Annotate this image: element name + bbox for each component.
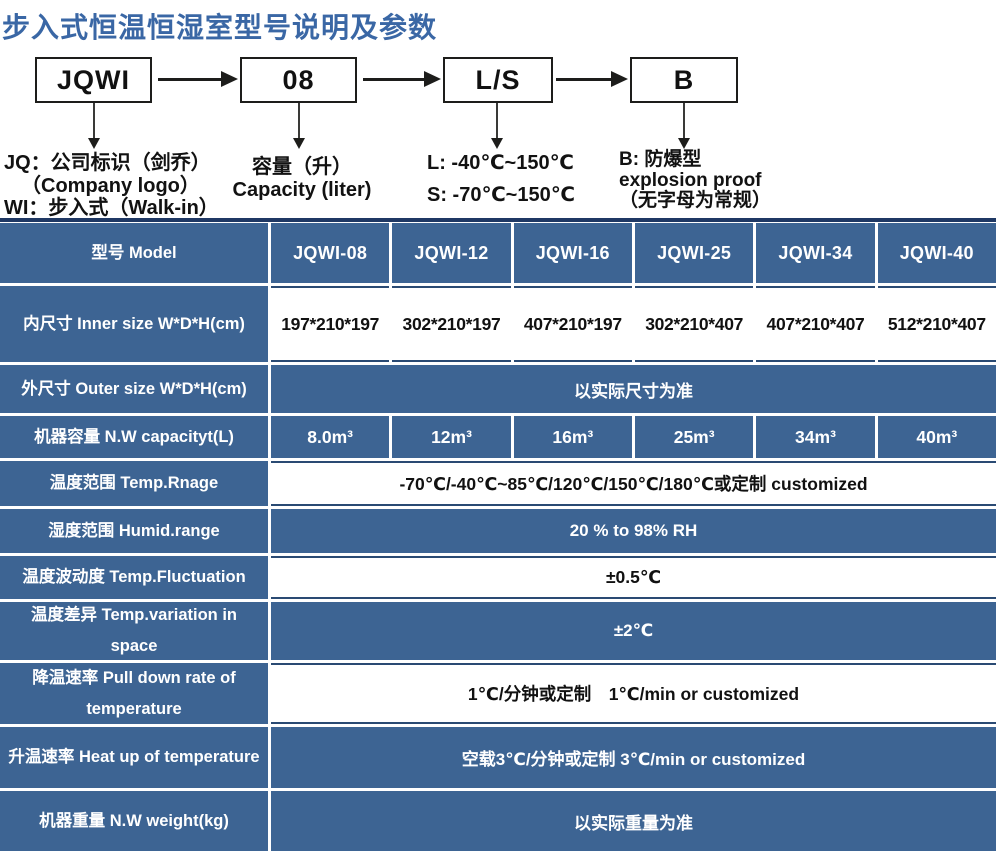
note-line: （Company logo） (21, 174, 200, 197)
table-row-humidity-range: 湿度范围 Humid.range 20 % to 98% RH (0, 509, 996, 553)
table-row-temp-range: 温度范围 Temp.Rnage -70℃/-40℃~85℃/120℃/150℃/… (0, 461, 996, 506)
cell-value: 16m³ (513, 416, 632, 458)
right-arrow-icon (158, 71, 238, 86)
note-line: WI：步入式（Walk-in） (4, 197, 219, 219)
note-line: L: -40℃~150℃ (427, 152, 574, 174)
code-box-temp-class: L/S (443, 57, 553, 103)
cell-value: 以实际尺寸为准 (271, 365, 996, 413)
cell-value: 空载3℃/分钟或定制 3℃/min or customized (271, 727, 996, 788)
table-header-row: 型号 Model JQWI-08 JQWI-12 JQWI-16 JQWI-25… (0, 223, 996, 283)
row-label: 湿度范围 Humid.range (0, 509, 268, 553)
row-label: 机器重量 N.W weight(kg) (0, 791, 268, 851)
note-line: （无字母为常规） (619, 190, 772, 211)
cell-value: 25m³ (634, 416, 754, 458)
note-line: JQ：公司标识（剑乔） (4, 152, 211, 174)
header-model-jqwi-08: JQWI-08 (271, 223, 390, 283)
code-box-explosion: B (630, 57, 738, 103)
note-capacity: 容量（升） Capacity (liter) (212, 156, 392, 202)
note-line: S: -70℃~150℃ (427, 184, 575, 206)
row-label: 温度范围 Temp.Rnage (0, 461, 268, 506)
table-row-inner-size: 内尺寸 Inner size W*D*H(cm) 197*210*197 302… (0, 286, 996, 362)
cell-value: 1℃/分钟或定制 1℃/min or customized (271, 663, 996, 724)
cell-value: 512*210*407 (877, 286, 996, 362)
cell-value: 34m³ (756, 416, 875, 458)
table-row-pull-down-rate: 降温速率 Pull down rate of temperature 1℃/分钟… (0, 663, 996, 724)
row-label: 机器容量 N.W capacityt(L) (0, 416, 268, 458)
header-model-jqwi-34: JQWI-34 (756, 223, 875, 283)
cell-value: 20 % to 98% RH (271, 509, 996, 553)
header-model-jqwi-12: JQWI-12 (392, 223, 511, 283)
cell-value: 407*210*197 (513, 286, 632, 362)
right-arrow-icon (363, 71, 441, 86)
model-code-diagram: JQWI 08 L/S B JQ：公司标识（剑乔） （Company logo）… (0, 0, 996, 220)
header-model-jqwi-25: JQWI-25 (634, 223, 754, 283)
cell-value: 以实际重量为准 (271, 791, 996, 851)
right-arrow-icon (556, 71, 628, 86)
note-company-logo: JQ：公司标识（剑乔） （Company logo） WI：步入式（Walk-i… (4, 152, 219, 220)
down-arrow-icon (88, 103, 100, 149)
cell-value: 40m³ (877, 416, 996, 458)
table-row-temp-fluctuation: 温度波动度 Temp.Fluctuation ±0.5℃ (0, 556, 996, 599)
cell-value: ±2℃ (271, 602, 996, 660)
cell-value: 197*210*197 (271, 286, 390, 362)
row-label: 升温速率 Heat up of temperature (0, 727, 268, 788)
note-line: Capacity (liter) (232, 179, 372, 201)
down-arrow-icon (678, 103, 690, 149)
code-box-capacity: 08 (240, 57, 357, 103)
table-row-weight: 机器重量 N.W weight(kg) 以实际重量为准 (0, 791, 996, 851)
note-line: B: 防爆型 (619, 149, 702, 170)
down-arrow-icon (293, 103, 305, 149)
spec-table: 型号 Model JQWI-08 JQWI-12 JQWI-16 JQWI-25… (0, 218, 996, 851)
row-label: 降温速率 Pull down rate of temperature (0, 663, 268, 724)
table-row-heat-up-rate: 升温速率 Heat up of temperature 空载3℃/分钟或定制 3… (0, 727, 996, 788)
cell-value: 8.0m³ (271, 416, 390, 458)
header-model-jqwi-40: JQWI-40 (877, 223, 996, 283)
row-label: 温度差异 Temp.variation in space (0, 602, 268, 660)
down-arrow-icon (491, 103, 503, 149)
table-row-temp-variation: 温度差异 Temp.variation in space ±2℃ (0, 602, 996, 660)
row-label: 外尺寸 Outer size W*D*H(cm) (0, 365, 268, 413)
cell-value: 12m³ (392, 416, 511, 458)
cell-value: ±0.5℃ (271, 556, 996, 599)
note-explosion-proof: B: 防爆型 explosion proof （无字母为常规） (619, 149, 772, 212)
cell-value: 302*210*197 (392, 286, 511, 362)
code-box-jqwi: JQWI (35, 57, 152, 103)
table-row-capacity: 机器容量 N.W capacityt(L) 8.0m³ 12m³ 16m³ 25… (0, 416, 996, 458)
note-line: 容量（升） (252, 156, 352, 178)
table-row-outer-size: 外尺寸 Outer size W*D*H(cm) 以实际尺寸为准 (0, 365, 996, 413)
cell-value: 302*210*407 (634, 286, 754, 362)
note-line: explosion proof (619, 169, 762, 191)
page-title: 步入式恒温恒湿室型号说明及参数 (2, 12, 438, 43)
row-label: 内尺寸 Inner size W*D*H(cm) (0, 286, 268, 362)
cell-value: -70℃/-40℃~85℃/120℃/150℃/180℃或定制 customiz… (271, 461, 996, 506)
header-model-jqwi-16: JQWI-16 (513, 223, 632, 283)
note-temp-class: L: -40℃~150℃ S: -70℃~150℃ (427, 153, 575, 206)
row-label: 温度波动度 Temp.Fluctuation (0, 556, 268, 599)
cell-value: 407*210*407 (756, 286, 875, 362)
header-model-label: 型号 Model (0, 223, 268, 283)
